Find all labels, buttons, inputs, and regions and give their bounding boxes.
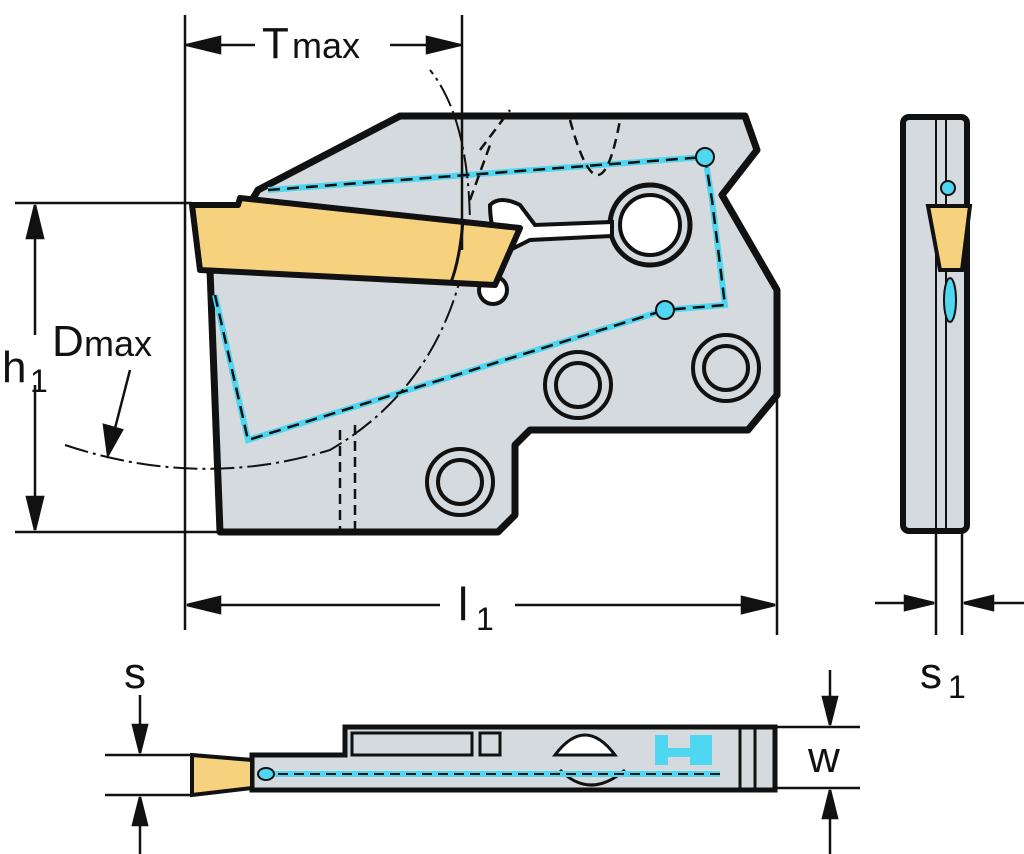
s-label: s xyxy=(124,649,146,698)
hidden-lines xyxy=(338,109,622,530)
top-view xyxy=(190,724,778,798)
w-label: w xyxy=(807,733,840,782)
dimension-lines xyxy=(15,15,1024,854)
h1-subscript: 1 xyxy=(30,363,48,399)
end-view-coolant-channel xyxy=(943,277,957,323)
screw-2 xyxy=(691,333,761,403)
screw-3 xyxy=(425,447,495,517)
s1-label: s xyxy=(920,649,942,698)
l1-label: l xyxy=(458,578,468,630)
end-view xyxy=(900,114,973,534)
h1-label: h xyxy=(2,343,26,392)
dmax-label: D xyxy=(52,317,84,366)
l1-subscript: 1 xyxy=(476,601,494,637)
top-view-coolant-outlet xyxy=(257,767,275,781)
clamp-hole xyxy=(607,182,693,268)
coolant-outlet-top xyxy=(695,147,715,167)
cutting-insert xyxy=(189,195,523,288)
s1-subscript: 1 xyxy=(948,669,966,705)
coolant-hidden-lines xyxy=(213,155,727,442)
top-view-coolant-port xyxy=(655,735,712,765)
blade-body xyxy=(206,112,781,536)
end-view-coolant-outlet xyxy=(940,180,956,196)
screw-1 xyxy=(543,350,613,420)
tmax-subscript: max xyxy=(292,25,360,66)
end-view-insert xyxy=(925,204,973,272)
tmax-label: T xyxy=(262,19,289,68)
coolant-outlet-mid xyxy=(655,300,675,320)
dmax-subscript: max xyxy=(84,323,152,364)
top-view-insert xyxy=(190,752,254,798)
